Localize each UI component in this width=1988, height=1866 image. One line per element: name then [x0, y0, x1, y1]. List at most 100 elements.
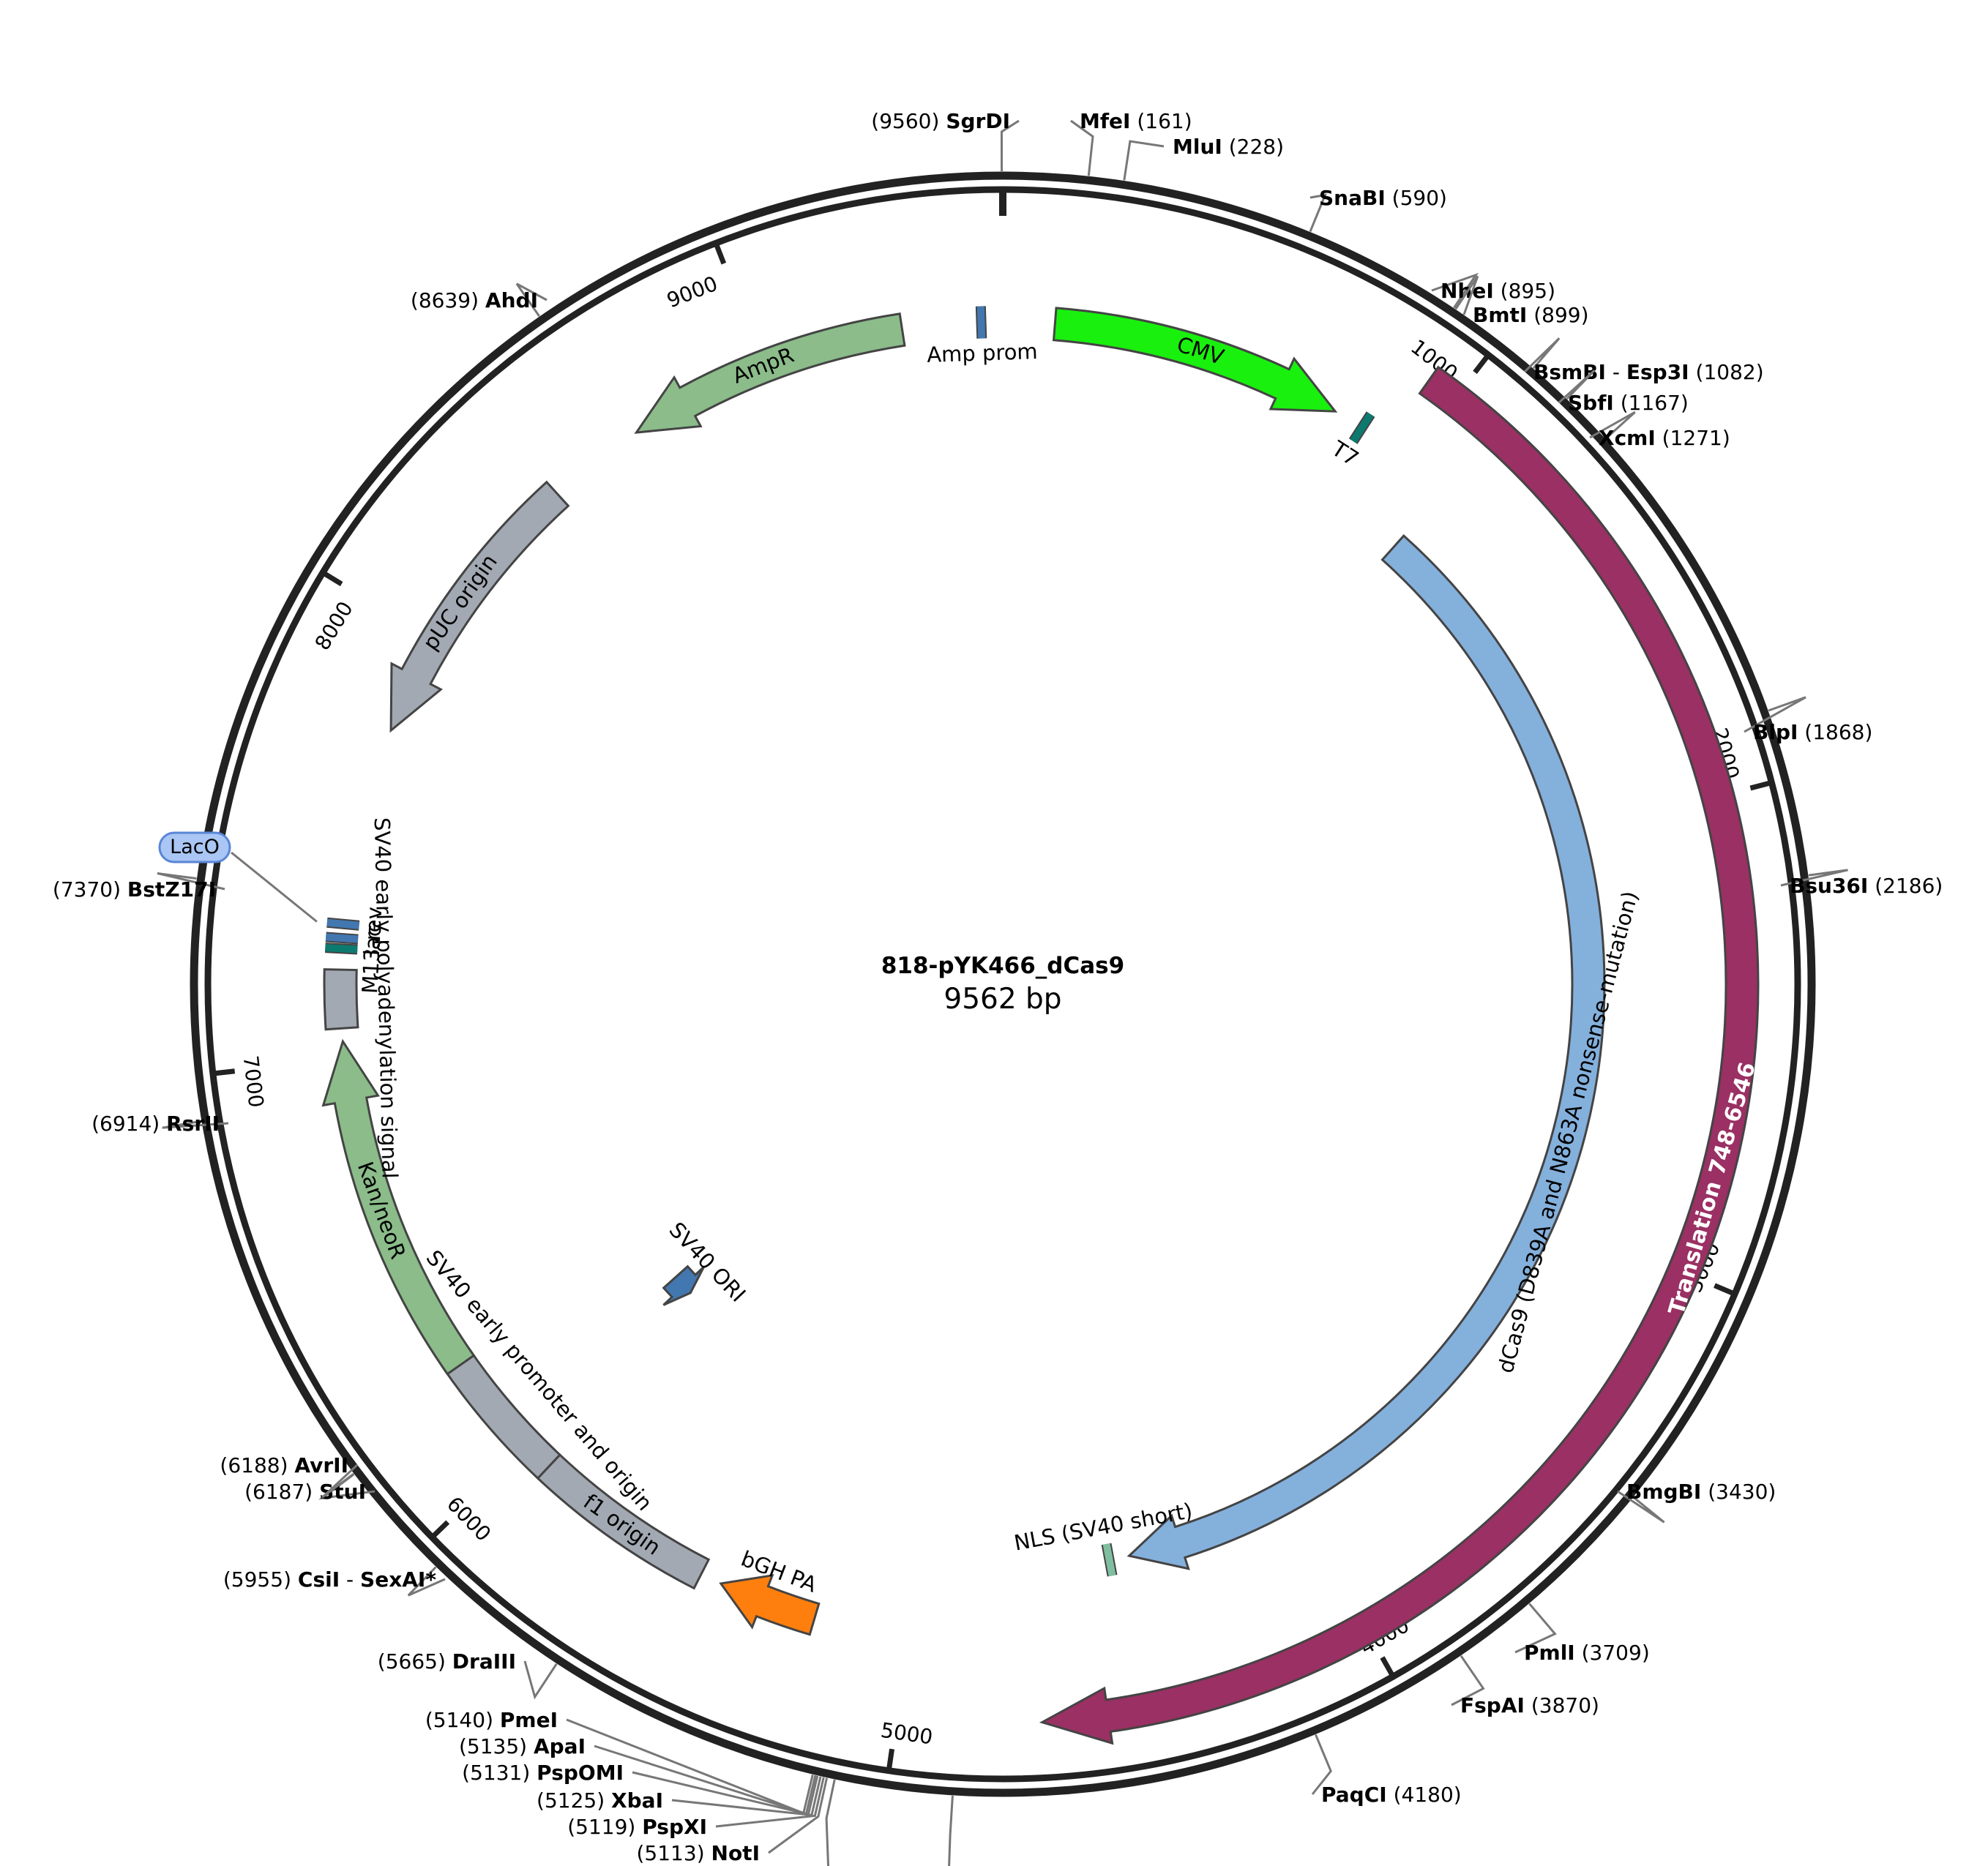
site-leader — [162, 1120, 229, 1129]
feature-t7: T7 — [1327, 411, 1375, 471]
site-label: (5119) PspXI — [567, 1815, 707, 1839]
site-leader — [1451, 1655, 1485, 1706]
site-position: 5098 — [681, 1863, 733, 1866]
site-label: (5140) PmeI — [425, 1708, 558, 1732]
feature-ampr: AmpR — [634, 312, 906, 434]
site-leader — [1123, 140, 1165, 181]
site-label: (5955) CsiI - SexAI* — [223, 1567, 436, 1592]
feature-shape-bgh — [719, 1573, 821, 1636]
site-leader — [1589, 411, 1636, 440]
site-position: 1271 — [1670, 426, 1722, 450]
site-position: 6188 — [228, 1453, 280, 1477]
site-name: ApaI — [534, 1734, 586, 1758]
site-avrii: (6188) AvrII — [220, 1453, 359, 1499]
site-nhei: NheI (895) — [1431, 272, 1555, 309]
site-bstz17i: (7370) BstZ17I — [53, 872, 225, 902]
feature-puc: pUC origin — [389, 480, 570, 733]
site-stui: (6187) StuI — [244, 1473, 375, 1504]
site-asci: AscI (4875) — [948, 1795, 954, 1866]
site-label: (5125) XbaI — [537, 1788, 663, 1813]
site-leader — [948, 1795, 954, 1866]
site-position: 3430 — [1716, 1480, 1768, 1504]
site-name: EcoRV — [748, 1863, 821, 1866]
site-position: 9560 — [879, 109, 931, 133]
site-label: (9560) SgrDI — [871, 109, 1010, 133]
laco-badge: LacO — [158, 831, 318, 923]
site-position: 5140 — [433, 1708, 485, 1732]
site-name: FspAI — [1460, 1693, 1525, 1717]
site-name: NotI — [711, 1841, 760, 1865]
site-bmti: BmtI (899) — [1454, 275, 1589, 327]
tick-mark — [321, 570, 343, 587]
site-name: PspOMI — [537, 1761, 624, 1785]
tick-mark — [1473, 353, 1491, 375]
site-label: (5665) DraIII — [378, 1649, 516, 1674]
site-label: (8639) AhdI — [411, 288, 538, 312]
site-xbai: (5125) XbaI — [537, 1776, 822, 1816]
laco-label: LacO — [170, 836, 220, 858]
site-name: AhdI — [485, 288, 538, 312]
site-paqci: PaqCI (4180) — [1311, 1734, 1462, 1807]
site-label: FspAI (3870) — [1460, 1693, 1599, 1717]
site-name: Bsu36I — [1790, 874, 1868, 898]
site-position: 6914 — [100, 1112, 152, 1136]
site-leader — [1431, 272, 1479, 309]
laco-pill — [158, 831, 231, 863]
site-name: XcmI — [1599, 426, 1656, 450]
site-name: SbfI — [1568, 391, 1614, 415]
tick-mark — [212, 1068, 236, 1076]
site-leader — [1000, 119, 1020, 172]
site-bsmbi: BsmBI - Esp3I (1082) — [1523, 337, 1764, 384]
plasmid-title-block: 818-pYK466_dCas9 9562 bp — [881, 953, 1124, 1016]
site-position: 895 — [1509, 279, 1547, 303]
site-position: 5665 — [386, 1649, 438, 1674]
feature-sv40ori: SV40 ORI — [662, 1218, 750, 1307]
site-name: RsrII — [166, 1112, 220, 1136]
site-label: BsmBI - Esp3I (1082) — [1533, 360, 1764, 384]
site-label: BlpI (1868) — [1753, 720, 1872, 744]
site-leader — [1454, 275, 1479, 315]
backbone-ring — [190, 171, 1816, 1797]
site-sbfi: SbfI (1167) — [1558, 369, 1689, 415]
site-leader — [566, 1718, 814, 1815]
feature-shape-cmv — [1052, 307, 1338, 413]
site-label: MluI (228) — [1173, 135, 1284, 159]
feature-sv40prom: SV40 early promoter and origin — [422, 1245, 657, 1515]
site-draiii: (5665) DraIII — [378, 1649, 558, 1700]
site-rsrii: (6914) RsrII — [91, 1112, 229, 1136]
site-leader — [825, 1779, 836, 1866]
site-name: AvrII — [294, 1453, 348, 1477]
site-label: BmtI (899) — [1473, 303, 1589, 327]
site-label: SnaBI (590) — [1319, 186, 1447, 210]
feature-label-lac: lac — [359, 924, 386, 956]
site-leader — [632, 1771, 819, 1816]
tick-label: 9000 — [664, 271, 721, 313]
site-label: (6914) RsrII — [91, 1112, 220, 1136]
site-name: PmeI — [500, 1708, 558, 1732]
site-leader — [1070, 119, 1094, 176]
site-name-alt: Esp3I — [1626, 360, 1689, 384]
site-leader — [671, 1776, 822, 1816]
site-name: SnaBI — [1319, 186, 1386, 210]
site-name: MluI — [1173, 135, 1222, 159]
tick-label: 6000 — [442, 1492, 496, 1546]
site-label: (5113) NotI — [636, 1841, 760, 1865]
feature-lac: lac — [325, 924, 386, 956]
feature-shape-translation — [1039, 365, 1760, 1745]
site-name-alt: SexAI — [360, 1567, 425, 1592]
site-position: 5119 — [575, 1815, 627, 1839]
site-leader — [515, 282, 548, 318]
site-position: 3709 — [1590, 1641, 1642, 1665]
site-name: BstZ17I — [127, 877, 216, 902]
site-leader — [1309, 193, 1327, 233]
site-ecorv: (5098) EcoRV — [673, 1779, 836, 1866]
site-position: 228 — [1237, 135, 1276, 159]
feature-lacmark — [326, 917, 360, 931]
site-position: 590 — [1400, 186, 1439, 210]
site-label: (6188) AvrII — [220, 1453, 348, 1477]
outer-ring — [190, 171, 1816, 1797]
tick-label: 7000 — [239, 1054, 269, 1109]
site-leader — [1514, 1603, 1557, 1654]
site-mfei: MfeI (161) — [1070, 109, 1192, 176]
